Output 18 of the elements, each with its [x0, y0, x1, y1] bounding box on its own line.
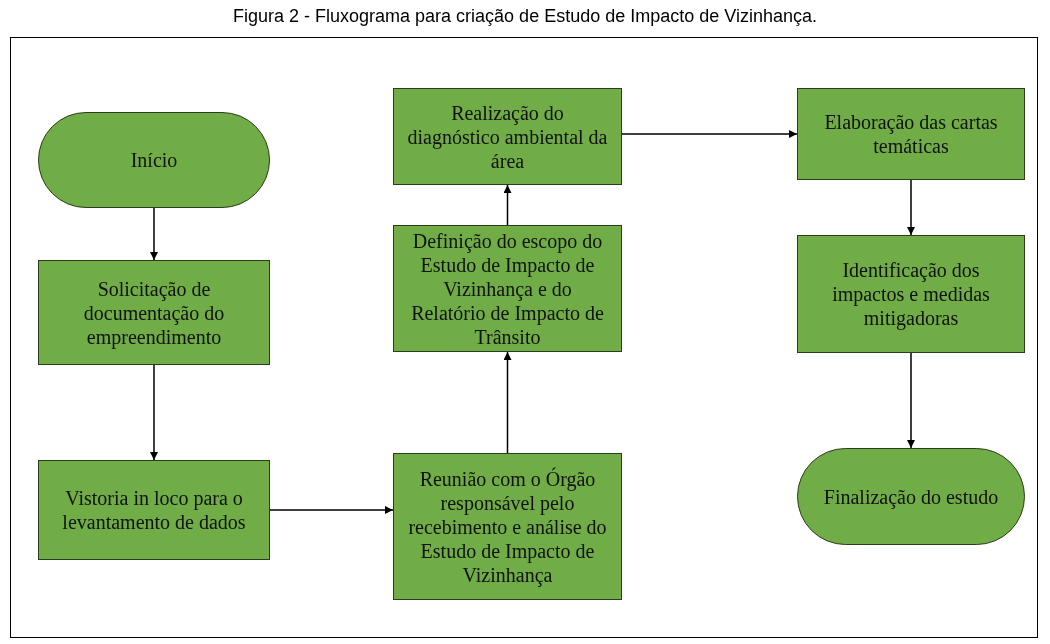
- process-box: Identificação dos impactos e medidas mitigadoras: [797, 235, 1025, 353]
- arrow: [269, 506, 394, 514]
- terminal-shape: Início: [38, 112, 270, 208]
- arrow: [907, 179, 915, 236]
- arrow: [150, 364, 158, 461]
- process-box: Elaboração das cartas temáticas: [797, 88, 1025, 180]
- process-box: Definição do escopo do Estudo de Impacto de Vizinhança e do Relatório de Impacto de Trânsito: [393, 225, 622, 352]
- figure-title: Figura 2 - Fluxograma para criação de Estudo de Impacto de Vizinhança.: [232, 6, 818, 27]
- process-box: Realização do diagnóstico ambiental da área: [393, 88, 622, 185]
- arrow: [621, 130, 798, 138]
- process-box: Reunião com o Órgão responsável pelo recebimento e análise do Estudo de Impacto de Vizinhança: [393, 453, 622, 600]
- process-box: Solicitação de documentação do empreendimento: [38, 260, 270, 365]
- arrow: [907, 352, 915, 449]
- terminal-shape: Finalização do estudo: [797, 448, 1025, 545]
- arrow: [150, 207, 158, 261]
- arrow: [503, 184, 512, 226]
- process-box: Vistoria in loco para o levantamento de dados: [38, 460, 270, 560]
- arrow: [503, 351, 512, 454]
